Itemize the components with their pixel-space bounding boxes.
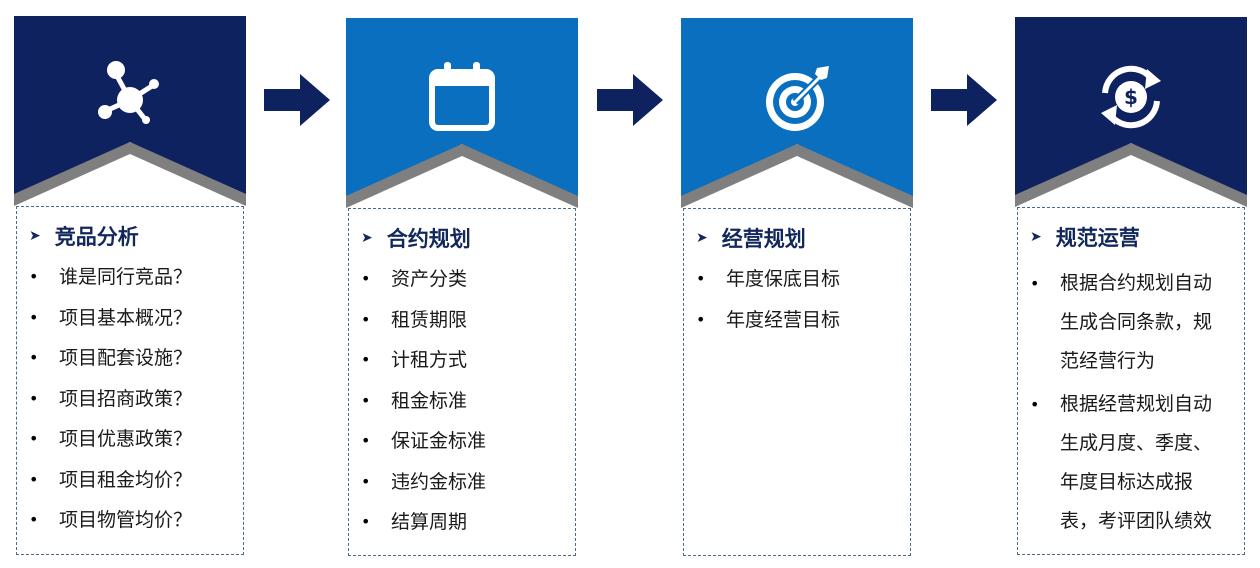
step-title: ➤ 合约规划 (361, 227, 471, 251)
step-standard-operation: $ ➤ 规范运营 •根据合约规划自动生成合同条款，规范经营行为 •根据经营规划自… (1015, 17, 1247, 555)
list-item: •项目招商政策？ (29, 387, 193, 410)
step-title: ➤ 规范运营 (1030, 226, 1140, 250)
list-item: •项目基本概况？ (29, 306, 193, 329)
step-item-list: •资产分类 •租赁期限 •计租方式 •租金标准 •保证金标准 •违约金标准 •结… (349, 259, 575, 543)
step-title: ➤ 竞品分析 (29, 225, 139, 249)
flow-arrow-icon (931, 74, 997, 126)
list-item: •根据经营规划自动生成月度、季度、年度目标达成报表，考评团队绩效 (1030, 393, 1213, 532)
flow-arrow-icon (597, 74, 663, 126)
list-item: •租赁期限 (361, 308, 468, 331)
list-item: •违约金标准 (361, 470, 487, 493)
list-item: •年度经营目标 (696, 308, 841, 331)
step-content-box: ➤ 竞品分析 •谁是同行竞品？ •项目基本概况？ •项目配套设施？ •项目招商政… (16, 206, 244, 555)
chevron-header-bg (346, 18, 578, 208)
step-content-box: ➤ 规范运营 •根据合约规划自动生成合同条款，规范经营行为 •根据经营规划自动生… (1017, 207, 1245, 555)
step-item-list: •年度保底目标 •年度经营目标 (684, 259, 910, 340)
step-header (346, 18, 578, 210)
list-item: •项目租金均价？ (29, 468, 193, 491)
target-icon (766, 66, 829, 131)
arrowhead-bullet-icon: ➤ (1030, 229, 1042, 245)
dollar-cycle-icon: $ (1101, 65, 1161, 129)
step-title: ➤ 经营规划 (696, 227, 806, 251)
calendar-icon (429, 62, 495, 131)
step-contract-planning: ➤ 合约规划 •资产分类 •租赁期限 •计租方式 •租金标准 •保证金标准 •违… (346, 18, 578, 556)
step-header (14, 16, 246, 208)
step-item-list: •根据合约规划自动生成合同条款，规范经营行为 •根据经营规划自动生成月度、季度、… (1018, 264, 1244, 545)
step-header (681, 18, 913, 210)
step-content-box: ➤ 经营规划 •年度保底目标 •年度经营目标 (683, 208, 911, 556)
step-content-box: ➤ 合约规划 •资产分类 •租赁期限 •计租方式 •租金标准 •保证金标准 •违… (348, 208, 576, 556)
list-item: •根据合约规划自动生成合同条款，规范经营行为 (1030, 272, 1213, 372)
list-item: •结算周期 (361, 511, 468, 533)
arrowhead-bullet-icon: ➤ (696, 230, 708, 246)
step-operation-planning: ➤ 经营规划 •年度保底目标 •年度经营目标 (681, 18, 913, 556)
list-item: •计租方式 (361, 349, 468, 371)
list-item: •年度保底目标 (696, 268, 841, 290)
step-header: $ (1015, 17, 1247, 209)
list-item: •项目配套设施？ (29, 347, 193, 369)
list-item: •项目物管均价？ (29, 509, 193, 531)
list-item: •项目优惠政策？ (29, 428, 193, 450)
list-item: •租金标准 (361, 389, 468, 412)
flow-arrow-icon (264, 74, 330, 126)
list-item: •谁是同行竞品？ (29, 266, 193, 288)
list-item: •保证金标准 (361, 430, 487, 452)
arrowhead-bullet-icon: ➤ (361, 230, 373, 246)
list-item: •资产分类 (361, 268, 468, 290)
step-item-list: •谁是同行竞品？ •项目基本概况？ •项目配套设施？ •项目招商政策？ •项目优… (17, 257, 243, 541)
step-competitor-analysis: ➤ 竞品分析 •谁是同行竞品？ •项目基本概况？ •项目配套设施？ •项目招商政… (14, 16, 246, 555)
molecule-icon (98, 61, 159, 124)
svg-text:$: $ (1124, 85, 1138, 109)
arrowhead-bullet-icon: ➤ (29, 228, 41, 244)
